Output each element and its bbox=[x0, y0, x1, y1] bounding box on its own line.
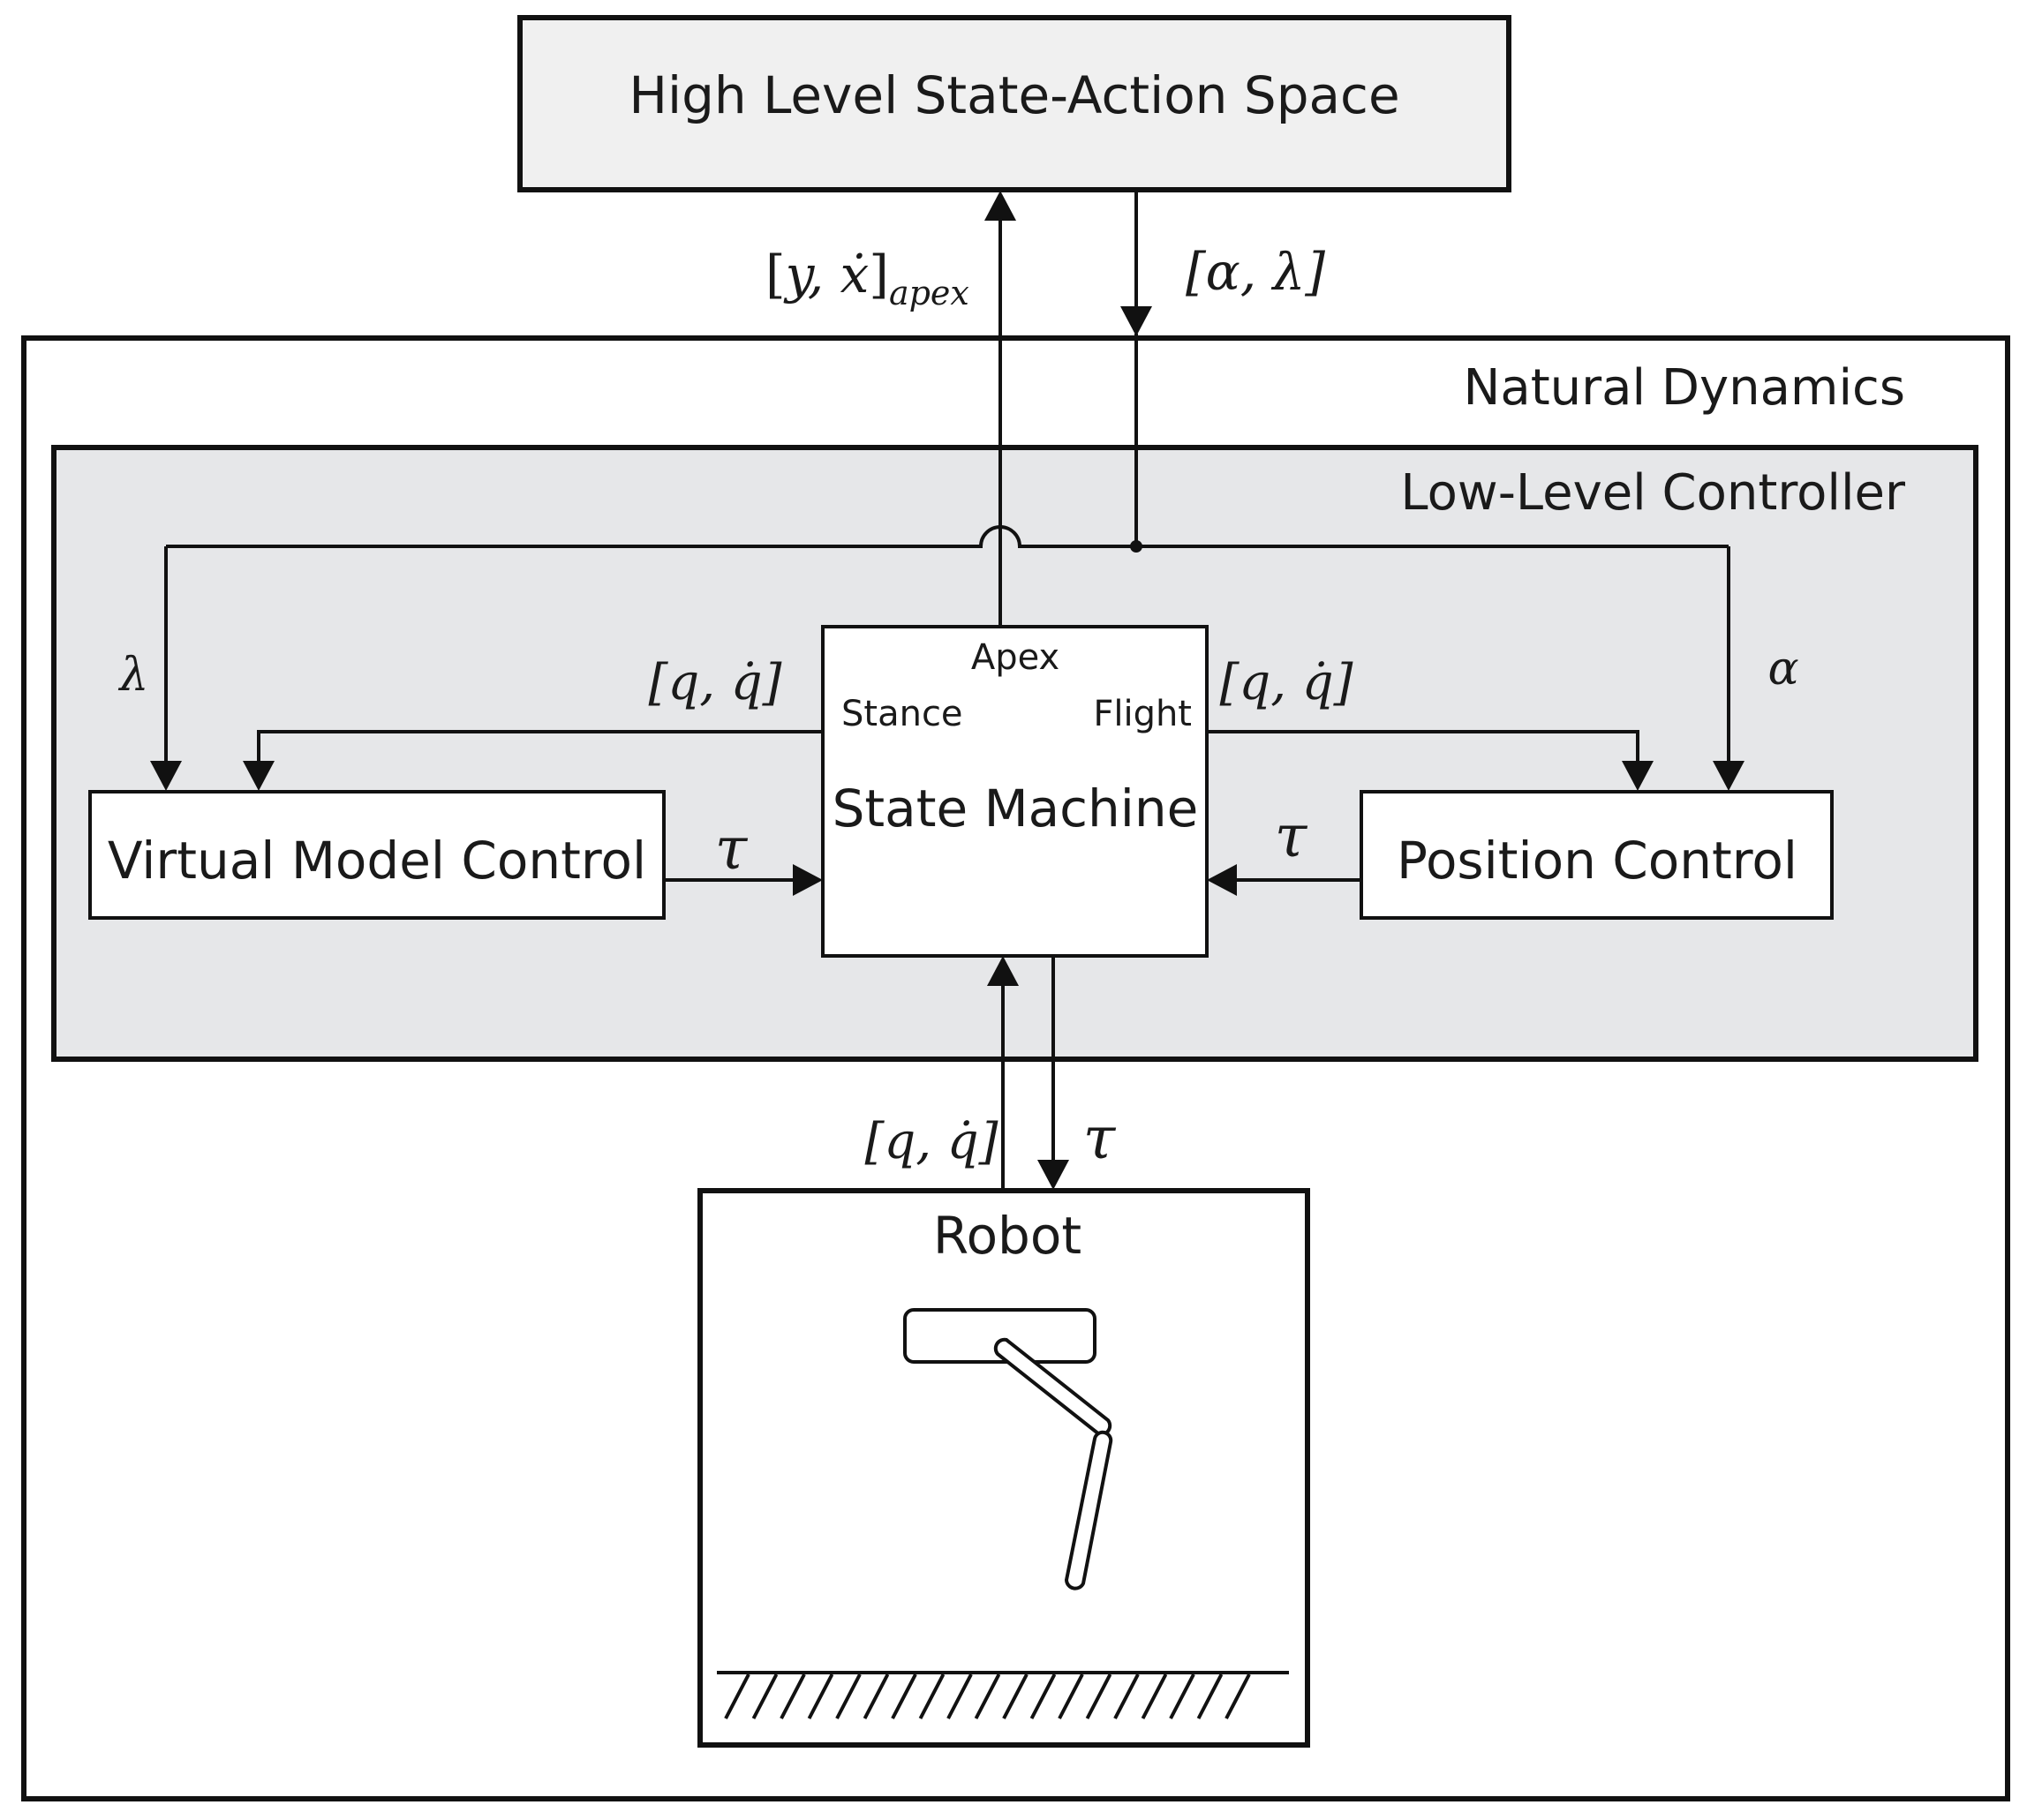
ground-hatch-mark bbox=[974, 1673, 1001, 1719]
robot-label: Robot bbox=[933, 1206, 1081, 1266]
virtual-model-control-box bbox=[88, 790, 666, 920]
q-qdot-left-label: [q, q̇] bbox=[649, 654, 782, 711]
arrowhead-apex-state bbox=[984, 191, 1016, 221]
robot-illustration bbox=[717, 1308, 1289, 1674]
ground-hatch-mark bbox=[751, 1673, 779, 1719]
ground-hatch-mark bbox=[835, 1673, 862, 1719]
tau-right-label: τ bbox=[1275, 802, 1308, 870]
ground-hatch-mark bbox=[1224, 1673, 1251, 1719]
ground-hatch-mark bbox=[863, 1673, 890, 1719]
robot-body bbox=[903, 1308, 1096, 1364]
arrowhead-alpha bbox=[1713, 761, 1744, 791]
junction-dot bbox=[1130, 540, 1142, 553]
ground-hatch-mark bbox=[1196, 1673, 1224, 1719]
apex-state-open: [ bbox=[765, 244, 786, 305]
state-flight-label: Flight bbox=[1093, 694, 1192, 734]
arrowheads bbox=[150, 191, 1744, 1190]
state-machine-label: State Machine bbox=[833, 778, 1199, 839]
arrowhead-q-qdot-left bbox=[243, 761, 275, 791]
wire-q-qdot-right bbox=[1207, 730, 1639, 768]
robot-shank bbox=[1064, 1430, 1113, 1591]
ground-hatch-mark bbox=[1029, 1673, 1057, 1719]
wire-q-qdot-left bbox=[257, 730, 823, 768]
ground-hatch-mark bbox=[946, 1673, 973, 1719]
apex-state-label: [y, ẋ]apex bbox=[765, 244, 969, 312]
arrowhead-q-qdot-right bbox=[1622, 761, 1654, 791]
apex-state-close: ] bbox=[869, 244, 889, 305]
apex-state-subscript: apex bbox=[889, 274, 969, 312]
q-qdot-right-label: [q, q̇] bbox=[1220, 654, 1353, 711]
ground-hatch-mark bbox=[807, 1673, 834, 1719]
ground-hatch-mark bbox=[1085, 1673, 1112, 1719]
robot-box bbox=[697, 1188, 1310, 1748]
apex-state-vars: y, ẋ bbox=[783, 244, 870, 305]
tau-robot-label: τ bbox=[1083, 1104, 1117, 1172]
ground-hatch-mark bbox=[1113, 1673, 1140, 1719]
arrowhead-tau-robot bbox=[1037, 1160, 1069, 1190]
arrowhead-lambda bbox=[150, 761, 182, 791]
lambda-label: λ bbox=[118, 649, 149, 702]
action-label: [α, λ] bbox=[1186, 242, 1325, 302]
arrowhead-tau-right bbox=[1207, 864, 1237, 896]
wire-parameter-bus bbox=[166, 525, 1729, 548]
ground-hatch-mark bbox=[1141, 1673, 1168, 1719]
arrowhead-tau-left bbox=[793, 864, 823, 896]
ground-hatch-mark bbox=[780, 1673, 806, 1719]
position-control-label: Position Control bbox=[1397, 831, 1797, 891]
position-control-box bbox=[1360, 790, 1834, 920]
ground-hatch-mark bbox=[1169, 1673, 1195, 1719]
state-apex-label: Apex bbox=[971, 637, 1059, 678]
ground-hatch-mark bbox=[1058, 1673, 1084, 1719]
natural-dynamics-label: Natural Dynamics bbox=[1464, 359, 1906, 417]
state-machine-box bbox=[821, 625, 1209, 958]
high-level-state-action-box bbox=[517, 15, 1511, 192]
ground-hatch-mark bbox=[1002, 1673, 1029, 1719]
arrowhead-action bbox=[1120, 306, 1152, 336]
q-qdot-robot-label: [q, q̇] bbox=[865, 1113, 998, 1170]
arrowhead-q-qdot-robot bbox=[987, 956, 1019, 986]
alpha-label: α bbox=[1767, 643, 1798, 696]
ground-hatch bbox=[724, 1673, 1251, 1719]
high-level-state-action-label: High Level State-Action Space bbox=[629, 65, 1399, 125]
tau-left-label: τ bbox=[715, 815, 749, 883]
virtual-model-control-label: Virtual Model Control bbox=[108, 831, 646, 891]
low-level-controller-label: Low-Level Controller bbox=[1400, 464, 1906, 522]
ground-hatch-mark bbox=[891, 1673, 917, 1719]
state-stance-label: Stance bbox=[841, 694, 963, 734]
signal-wires bbox=[164, 190, 1730, 1190]
ground-hatch-mark bbox=[918, 1673, 946, 1719]
ground-hatch-mark bbox=[724, 1673, 750, 1719]
